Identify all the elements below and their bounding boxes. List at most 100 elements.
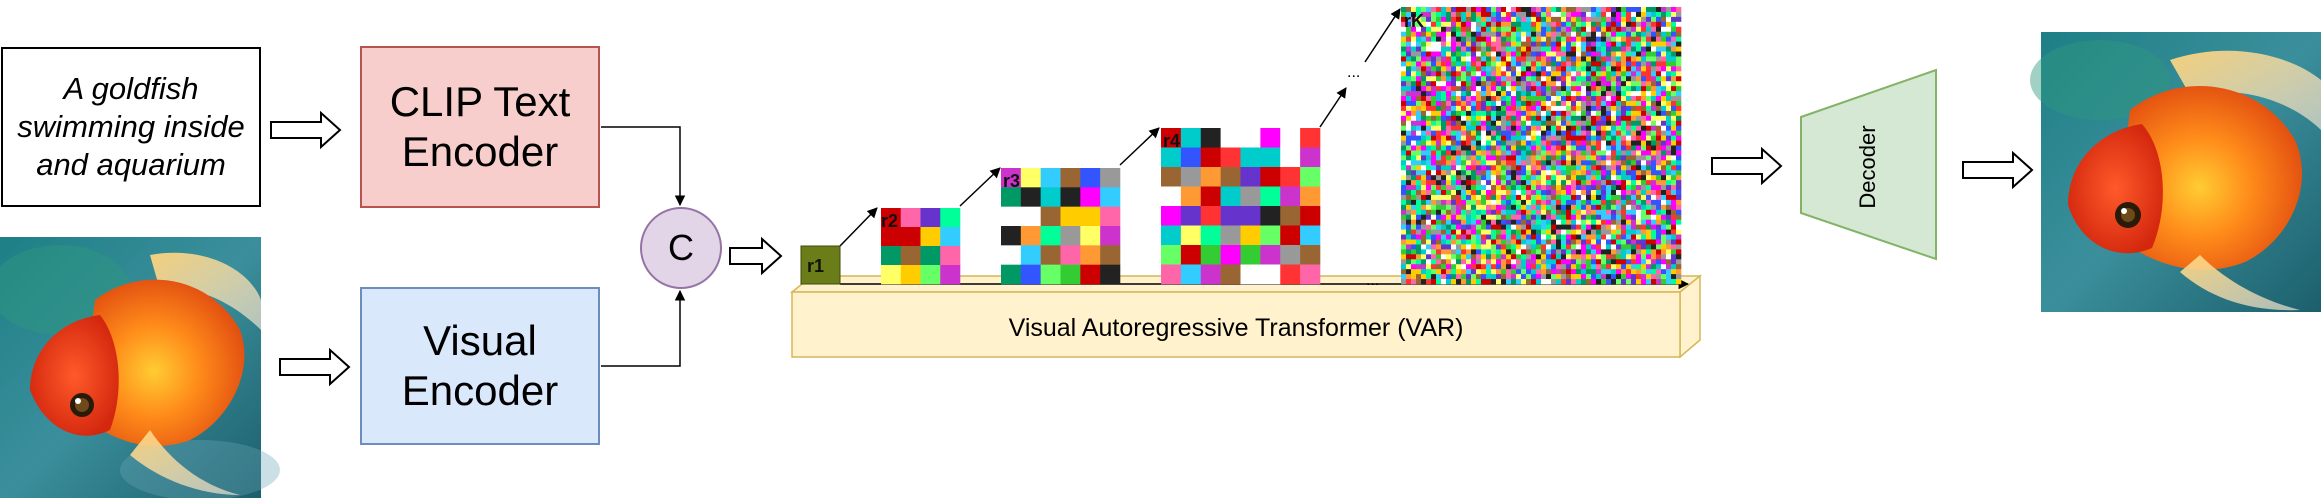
token-cell [1671, 31, 1677, 37]
token-cell [1486, 71, 1492, 77]
token-cell [1671, 279, 1677, 285]
token-cell [1406, 66, 1412, 72]
token-cell [1446, 31, 1452, 37]
token-cell [1541, 274, 1547, 280]
token-cell [1606, 254, 1612, 260]
token-cell [1476, 175, 1482, 181]
token-cell [1100, 187, 1121, 207]
token-cell [1526, 61, 1532, 67]
token-cell [1546, 140, 1552, 146]
token-cell [1476, 135, 1482, 141]
token-cell [1586, 239, 1592, 245]
token-cell [1596, 274, 1602, 280]
token-cell [1511, 269, 1517, 275]
token-cell [1411, 185, 1417, 191]
token-cell [1446, 7, 1452, 13]
token-cell [1511, 71, 1517, 77]
token-cell [1556, 175, 1562, 181]
token-cell [1491, 214, 1497, 220]
token-cell [1516, 31, 1522, 37]
token-cell [1586, 249, 1592, 255]
token-cell [1661, 135, 1667, 141]
token-cell [1616, 140, 1622, 146]
token-cell [1481, 81, 1487, 87]
token-cell [1546, 135, 1552, 141]
token-cell [1601, 199, 1607, 206]
token-cell [1436, 21, 1442, 28]
token-cell [1461, 269, 1467, 275]
token-cell [1551, 71, 1557, 77]
token-cell [1566, 36, 1572, 42]
token-cell [1656, 214, 1662, 220]
token-cell [1300, 186, 1321, 207]
token-cell [1521, 105, 1527, 112]
token-cell [1641, 71, 1647, 77]
token-cell [1280, 225, 1301, 246]
token-cell [1416, 234, 1422, 240]
token-cell [1526, 21, 1532, 28]
token-cell [1586, 11, 1592, 18]
token-cell [1521, 274, 1527, 280]
token-cell [1546, 199, 1552, 206]
token-cell [1421, 11, 1427, 18]
token-cell [1616, 194, 1622, 201]
token-cell [1606, 120, 1612, 127]
token-cell [1566, 145, 1572, 151]
token-cell [1436, 209, 1442, 216]
token-cell [1471, 56, 1477, 62]
token-cell [1611, 170, 1617, 176]
token-cell [1441, 66, 1447, 72]
token-cell [1611, 96, 1617, 102]
token-cell [1461, 46, 1467, 52]
token-cell [1451, 26, 1457, 33]
token-cell [1421, 100, 1427, 107]
token-cell [1456, 110, 1462, 117]
token-cell [1421, 16, 1427, 23]
token-cell [1531, 120, 1537, 127]
token-cell [1421, 115, 1427, 122]
token-cell [1631, 96, 1637, 102]
token-cell [1436, 130, 1442, 136]
token-cell [1401, 66, 1407, 72]
token-cell [1456, 234, 1462, 240]
token-cell [1601, 160, 1607, 166]
token-cell [1621, 46, 1627, 52]
token-cell [1526, 145, 1532, 151]
token-cell [1641, 110, 1647, 117]
token-cell [1661, 219, 1667, 225]
token-cell [1626, 175, 1632, 181]
token-cell [1636, 259, 1642, 265]
token-cell [1581, 56, 1587, 62]
token-cell [1421, 175, 1427, 181]
token-cell [1436, 190, 1442, 196]
token-cell [1481, 71, 1487, 77]
token-cell [1436, 125, 1442, 131]
token-cell [1536, 21, 1542, 28]
token-cell [1621, 26, 1627, 33]
token-cell [1481, 140, 1487, 146]
token-cell [1591, 239, 1597, 245]
token-cell [1421, 130, 1427, 136]
token-cell [1676, 16, 1682, 23]
token-cell [1646, 11, 1652, 18]
token-cell [1656, 140, 1662, 146]
token-cell [1596, 145, 1602, 151]
token-cell [1601, 224, 1607, 230]
token-cell [1541, 249, 1547, 255]
token-cell [1586, 46, 1592, 52]
token-cell [1406, 11, 1412, 18]
token-cell [1531, 160, 1537, 166]
token-cell [1401, 274, 1407, 280]
token-cell [1466, 135, 1472, 141]
token-cell [1596, 229, 1602, 235]
token-cell [1606, 135, 1612, 141]
token-cell [1631, 165, 1637, 171]
token-cell [1676, 150, 1682, 156]
token-cell [1471, 234, 1477, 240]
token-cell [1656, 269, 1662, 275]
token-cell [1456, 86, 1462, 92]
token-cell [1426, 239, 1432, 245]
token-cell [1516, 140, 1522, 146]
token-cell [1506, 244, 1512, 250]
token-cell [1521, 145, 1527, 151]
